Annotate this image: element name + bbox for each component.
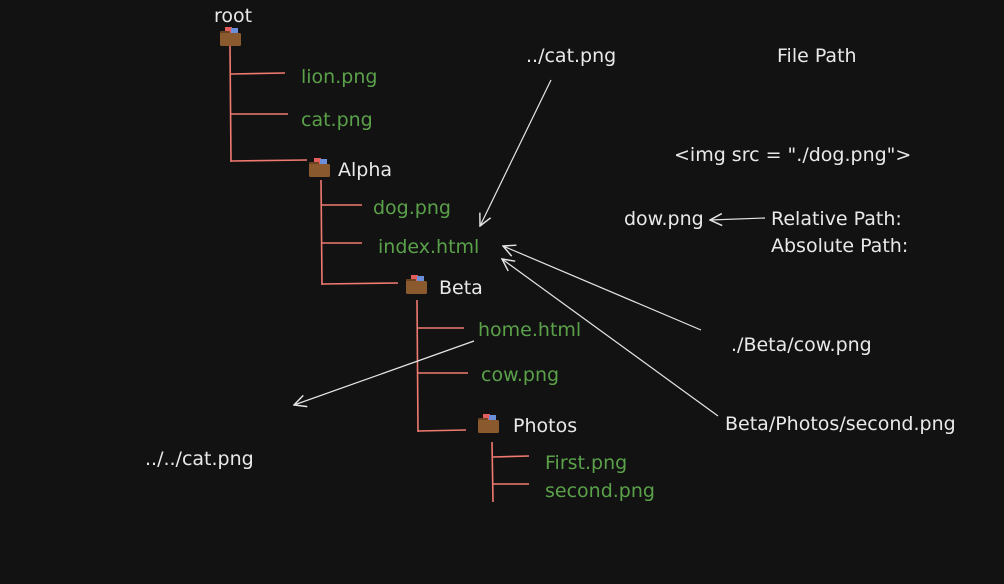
arrow-parent-cat (480, 79, 552, 226)
annotation-grandparent-cat: ../../cat.png (145, 448, 254, 470)
folder-icon (406, 275, 427, 294)
annotation-beta-cow: ./Beta/cow.png (731, 334, 872, 356)
dow-png-label: dow.png (624, 208, 704, 230)
arrow-beta-photos-second (502, 259, 719, 417)
beta-trunk (416, 299, 419, 433)
alpha-trunk (320, 179, 323, 286)
folder-icon (478, 414, 499, 433)
folder-icon (220, 27, 241, 46)
relative-path-label: Relative Path: (771, 208, 902, 230)
root-folder-label: root (214, 5, 252, 27)
alpha-branch-beta (321, 282, 399, 285)
root-trunk (229, 45, 232, 163)
folder-icon (309, 158, 330, 177)
tree-lines (229, 45, 530, 503)
file-cat-png: cat.png (301, 109, 373, 131)
img-tag-example: <img src = "./dog.png"> (674, 144, 911, 166)
file-dog-png: dog.png (373, 197, 451, 219)
annotation-beta-photos-second: Beta/Photos/second.png (725, 413, 956, 435)
file-lion-png: lion.png (301, 66, 377, 88)
file-index-html: index.html (378, 236, 479, 258)
root-branch-alpha (230, 159, 308, 162)
arrow-relative-path (710, 218, 766, 220)
annotation-arrows (294, 79, 766, 417)
file-path-title: File Path (777, 45, 857, 67)
annotation-parent-cat: ../cat.png (526, 45, 616, 67)
absolute-path-label: Absolute Path: (771, 235, 908, 257)
photos-trunk (491, 441, 494, 503)
beta-branch-photos (417, 429, 467, 432)
arrow-grandparent-cat (294, 340, 475, 405)
file-home-html: home.html (478, 319, 581, 341)
beta-folder-label: Beta (439, 277, 483, 299)
photos-folder-label: Photos (513, 415, 577, 437)
arrow-beta-cow (503, 246, 702, 331)
photos-branch-first (492, 455, 530, 458)
alpha-folder-label: Alpha (338, 159, 392, 181)
file-first-png: First.png (545, 452, 627, 474)
root-branch-lion (230, 72, 286, 75)
file-cow-png: cow.png (481, 364, 559, 386)
file-second-png: second.png (545, 480, 655, 502)
